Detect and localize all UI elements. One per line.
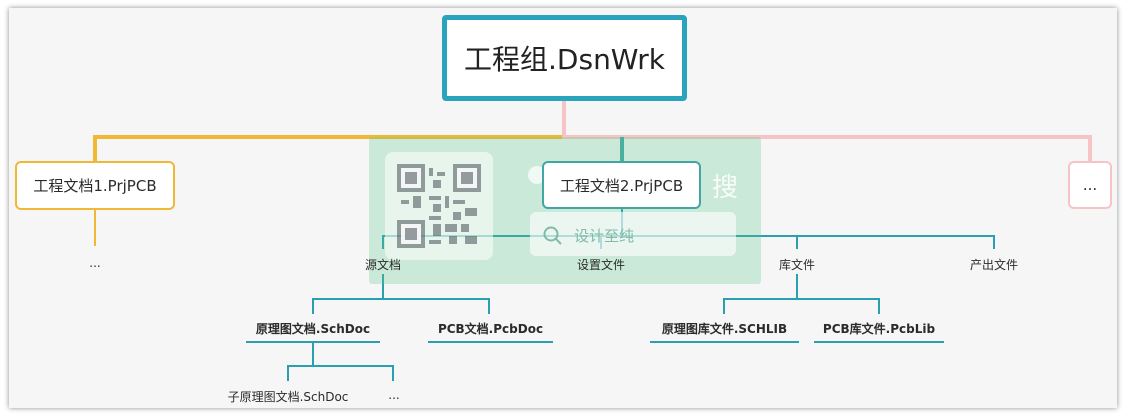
project-node-more[interactable]: ... — [1068, 161, 1112, 209]
link-schematic-children — [287, 342, 394, 381]
watermark-search-label: 搜 — [712, 173, 739, 203]
category-source-docs[interactable]: 源文档 — [364, 258, 401, 272]
project-node-2[interactable]: 工程文档2.PrjPCB — [542, 161, 701, 209]
root-node[interactable]: 工程组.DsnWrk — [442, 15, 687, 101]
link-library-docs — [723, 274, 880, 314]
doc-schematic[interactable]: 原理图文档.SchDoc — [255, 322, 371, 336]
project-label: 工程文档2.PrjPCB — [559, 176, 684, 195]
watermark-search-box — [530, 212, 736, 256]
project-label: 工程文档1.PrjPCB — [33, 177, 157, 195]
project-label: ... — [1082, 176, 1098, 194]
search-icon — [543, 226, 562, 245]
category-library-files[interactable]: 库文件 — [778, 258, 815, 272]
watermark-search-placeholder: 设计至纯 — [574, 227, 635, 245]
doc-schematic-library[interactable]: 原理图库文件.SCHLIB — [661, 322, 788, 336]
watermark-logo-icon — [528, 166, 546, 184]
link-root-project3 — [562, 101, 1092, 161]
doc-pcb-library[interactable]: PCB库文件.PcbLib — [822, 322, 936, 336]
category-output-files[interactable]: 产出文件 — [969, 258, 1018, 272]
doc-sub-schematic[interactable]: 子原理图文档.SchDoc — [227, 390, 349, 404]
project1-child-ellipsis[interactable]: ... — [89, 256, 101, 270]
category-settings-files[interactable]: 设置文件 — [576, 258, 625, 272]
root-label: 工程组.DsnWrk — [464, 43, 665, 76]
link-source-docs — [312, 274, 490, 314]
project-node-1[interactable]: 工程文档1.PrjPCB — [15, 161, 175, 210]
qr-code-icon — [385, 152, 493, 260]
doc-sub-ellipsis[interactable]: ... — [388, 388, 400, 402]
doc-pcb[interactable]: PCB文档.PcbDoc — [437, 322, 544, 336]
